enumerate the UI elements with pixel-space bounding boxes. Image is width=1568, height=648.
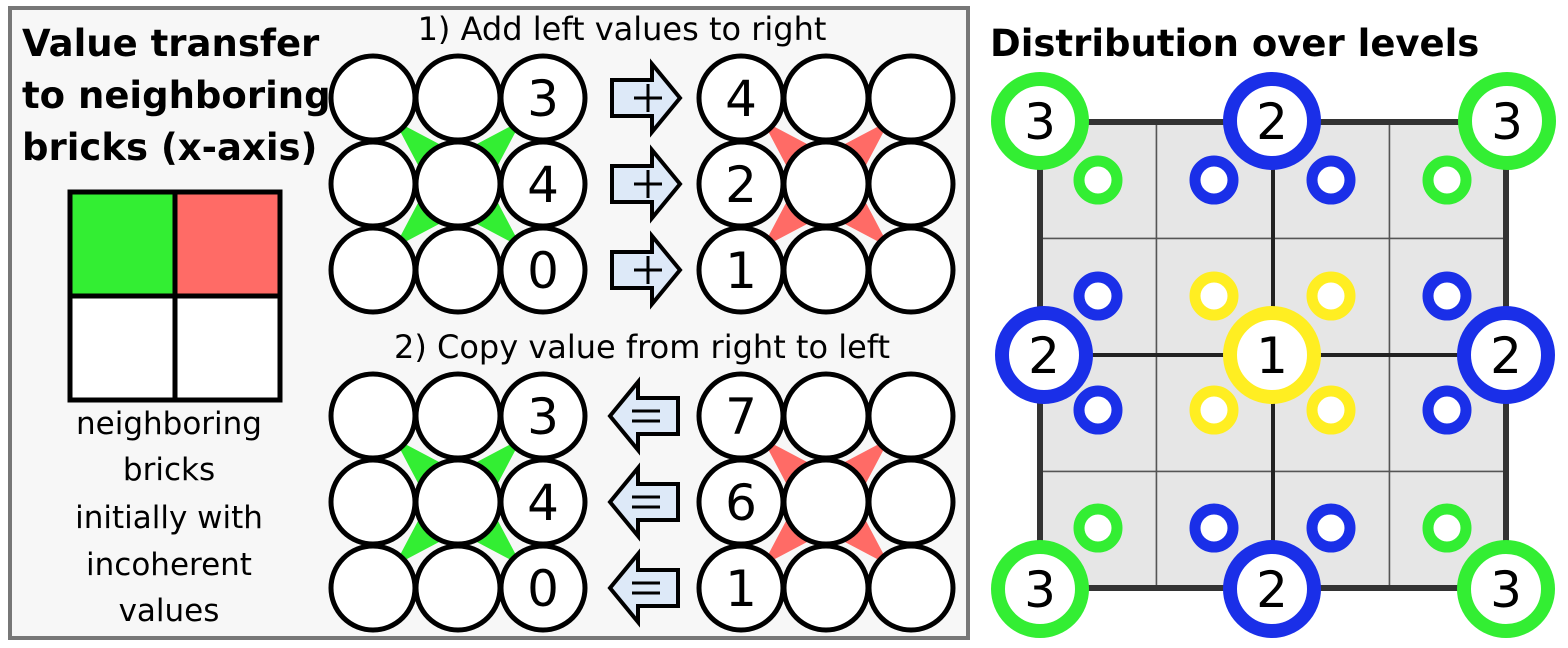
step1-left-value: 3 — [527, 70, 559, 128]
step1-right-cell — [781, 139, 871, 229]
step2-arrow — [607, 462, 680, 542]
step1-right-cell — [866, 139, 956, 229]
step1-left-cell — [328, 53, 418, 143]
step1-left-cell — [328, 139, 418, 229]
left-title-line-3: bricks (x-axis) — [22, 126, 317, 169]
level-2-ring — [995, 306, 1093, 404]
right-title: Distribution over levels — [990, 22, 1479, 65]
level-3-label: 3 — [1490, 561, 1522, 619]
step1-label: 1) Add left values to right — [418, 10, 827, 48]
level-3-label: 3 — [1491, 93, 1523, 151]
step2-left-cell — [413, 457, 503, 547]
level-2-small-ring — [1306, 503, 1356, 553]
step2-right-cell — [781, 371, 871, 461]
step2-right-cell — [866, 543, 956, 633]
level-1-ring — [1223, 306, 1321, 404]
level-2-ring — [1223, 72, 1321, 170]
step2-right-brick: 7 6 1 — [696, 371, 956, 633]
level-2-label: 2 — [1256, 561, 1288, 619]
level-2-ring — [1457, 306, 1555, 404]
level-3-ring — [1458, 72, 1556, 170]
legend-caption-line-2: bricks — [123, 452, 215, 488]
step1-right-cell — [781, 225, 871, 315]
step2-arrow — [607, 548, 680, 628]
step2-right-cell — [781, 457, 871, 547]
step1-right-cell — [866, 225, 956, 315]
level-2-small-ring — [1189, 503, 1239, 553]
step1-left-cell — [413, 139, 503, 229]
left-title-line-1: Value transfer — [22, 22, 320, 65]
level-2-small-ring — [1422, 271, 1472, 321]
level-1-small-ring — [1189, 271, 1239, 321]
step1-left-value: 4 — [527, 156, 559, 214]
step1-left-brick: 3 4 0 — [328, 53, 588, 315]
level-3-ring — [991, 540, 1089, 638]
level-2-label: 2 — [1028, 327, 1060, 385]
step2-right-value: 1 — [725, 560, 757, 618]
step1-right-value: 4 — [725, 70, 757, 128]
level-2-label: 2 — [1490, 327, 1522, 385]
step2-left-cell — [413, 371, 503, 461]
step2-left-cell — [413, 543, 503, 633]
step2-left-value: 4 — [527, 474, 559, 532]
step2-arrows — [607, 376, 680, 628]
step2-right-cell — [866, 457, 956, 547]
level-3-small-ring — [1073, 503, 1123, 553]
step2-left-cell — [328, 371, 418, 461]
level-2-small-ring — [1073, 271, 1123, 321]
left-title-line-2: to neighboring — [22, 74, 331, 117]
step1-right-cell — [866, 53, 956, 143]
level-1-small-ring — [1189, 385, 1239, 435]
level-2-ring — [1223, 540, 1321, 638]
step2-left-brick: 3 4 0 — [328, 371, 588, 633]
level-1-label: 1 — [1256, 327, 1288, 385]
step2-left-cell — [328, 543, 418, 633]
step1-right-brick: 4 2 1 — [696, 53, 956, 315]
step1-left-cell — [328, 225, 418, 315]
legend-caption-line-1: neighboring — [76, 406, 262, 442]
level-3-small-ring — [1073, 155, 1123, 205]
step1-right-cell — [781, 53, 871, 143]
level-3-label: 3 — [1024, 561, 1056, 619]
level-2-small-ring — [1422, 385, 1472, 435]
legend-square-red — [172, 189, 283, 299]
legend-square-white-right — [172, 293, 283, 403]
level-1-small-ring — [1306, 385, 1356, 435]
step2-left-value: 0 — [527, 560, 559, 618]
level-3-small-ring — [1422, 503, 1472, 553]
level-2-label: 2 — [1256, 93, 1288, 151]
level-2-small-ring — [1189, 155, 1239, 205]
step1-left-cell — [498, 225, 588, 315]
step2-label: 2) Copy value from right to left — [394, 328, 890, 366]
step2-left-cell — [498, 543, 588, 633]
legend-caption-line-4: incoherent — [86, 547, 252, 583]
step1-left-cell — [413, 225, 503, 315]
step2-right-value: 6 — [725, 474, 757, 532]
level-1-small-ring — [1306, 271, 1356, 321]
step2-right-value: 7 — [725, 388, 757, 446]
level-3-ring — [991, 72, 1089, 170]
level-2-small-ring — [1306, 155, 1356, 205]
level-3-ring — [1457, 540, 1555, 638]
step2-arrow — [607, 376, 680, 456]
step1-right-value: 1 — [725, 242, 757, 300]
step1-right-value: 2 — [725, 156, 757, 214]
legend-caption-line-3: initially with — [75, 500, 263, 536]
step2-right-cell — [866, 371, 956, 461]
step1-arrows — [610, 58, 683, 310]
level-3-small-ring — [1422, 155, 1472, 205]
step2-right-cell — [781, 543, 871, 633]
levels-diagram: 3 2 3 2 1 2 3 2 3 — [991, 72, 1556, 638]
step1-left-value: 0 — [527, 242, 559, 300]
step1-left-cell — [413, 53, 503, 143]
legend-square-white-left — [67, 293, 178, 403]
level-3-label: 3 — [1024, 93, 1056, 151]
step2-left-value: 3 — [527, 388, 559, 446]
legend-grid — [67, 189, 283, 403]
step2-left-cell — [328, 457, 418, 547]
legend-square-green — [67, 189, 178, 299]
legend-caption-line-5: values — [119, 593, 220, 629]
level-2-small-ring — [1073, 385, 1123, 435]
